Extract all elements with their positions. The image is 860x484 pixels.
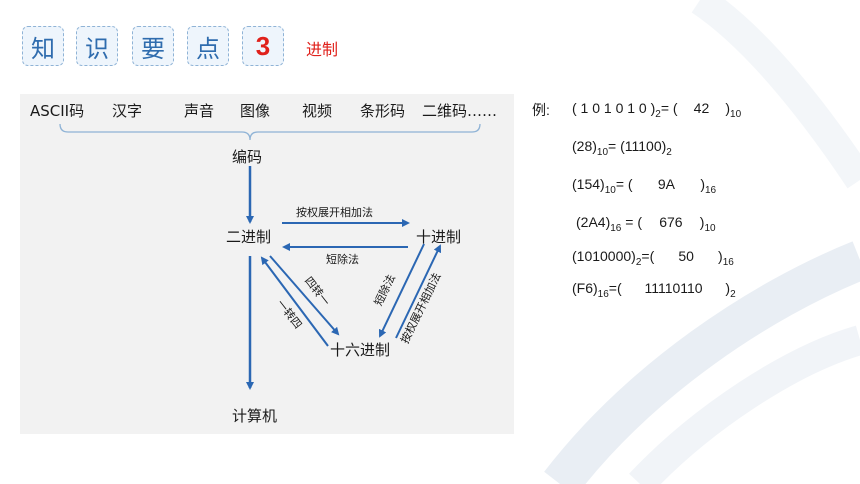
example-answer: 50 (678, 248, 694, 264)
example-mid: = ( (615, 176, 633, 192)
title-char-box: 识 (76, 26, 118, 66)
top-item-hanzi: 汉字 (112, 102, 143, 120)
title-char: 要 (141, 34, 165, 63)
title-char-box: 要 (132, 26, 174, 66)
node-binary: 二进制 (226, 228, 272, 246)
example-row: (28)10= (11100)2 (572, 138, 672, 158)
title-number: 3 (255, 30, 271, 61)
example-mid: = (11100) (608, 138, 667, 154)
example-right-base: 10 (730, 109, 742, 120)
example-mid: =( (641, 248, 655, 264)
section-subtitle: 进制 (306, 40, 339, 59)
example-close: ) (725, 280, 731, 296)
label-divide: 短除法 (326, 253, 359, 266)
node-encode: 编码 (232, 148, 263, 166)
example-left: (F6) (572, 280, 598, 296)
example-answer: 9A (657, 176, 675, 192)
example-right-base: 10 (704, 223, 716, 234)
example-left-base: 2 (655, 109, 661, 120)
conversion-diagram: ASCII码 汉字 声音 图像 视频 条形码 二维码…… 编码 二进制 十进制 … (20, 94, 514, 434)
title-char: 点 (196, 34, 220, 63)
example-prefix: 例: (532, 102, 550, 118)
example-left-base: 16 (597, 289, 609, 300)
node-decimal: 十进制 (416, 228, 462, 246)
example-mid: =( (608, 280, 622, 296)
title-char-box: 点 (187, 26, 229, 66)
brace-line (59, 123, 481, 141)
example-left-base: 10 (604, 185, 616, 196)
title-char: 识 (85, 34, 109, 63)
example-left-base: 2 (635, 257, 642, 268)
example-row: (F6)16=( 11110110 )2 (572, 280, 736, 300)
example-left: (1010000) (572, 248, 636, 264)
example-left: (28) (572, 138, 597, 154)
top-item-sound: 声音 (184, 102, 215, 120)
example-right-base: 2 (730, 289, 736, 300)
diagram-lines (59, 123, 481, 390)
example-left-base: 10 (596, 147, 609, 158)
top-item-video: 视频 (302, 102, 333, 120)
example-mid: = ( (660, 100, 678, 116)
title-char-box: 知 (22, 26, 64, 66)
arrow-hex-to-decimal (395, 244, 442, 339)
example-close: ) (699, 214, 705, 230)
example-right-base: 16 (705, 185, 717, 196)
example-row: (1010000)2=( 50 )16 (572, 248, 734, 268)
example-row: (154)10= ( 9A )16 (572, 176, 716, 196)
arrow-hex-to-binary (260, 256, 329, 347)
top-item-qrcode: 二维码…… (422, 102, 498, 120)
top-item-ascii: ASCII码 (30, 102, 85, 120)
title-number-box: 3 (242, 26, 284, 66)
example-close: ) (725, 100, 731, 116)
example-mid: = ( (621, 214, 642, 230)
top-item-image: 图像 (240, 102, 271, 120)
arrow-binary-to-hex (269, 255, 340, 336)
node-hex: 十六进制 (330, 341, 391, 359)
example-answer: 676 (659, 214, 683, 230)
top-item-barcode: 条形码 (360, 102, 406, 120)
example-left: ( 1 0 1 0 1 0 ) (572, 100, 656, 116)
example-right-base: 16 (722, 257, 734, 268)
title-char: 知 (31, 34, 55, 63)
example-answer: 11110110 (644, 280, 703, 296)
example-left-base: 16 (610, 223, 622, 234)
example-right-base: 2 (666, 147, 672, 158)
example-left: (154) (572, 176, 605, 192)
label-weight-sum: 按权展开相加法 (296, 206, 373, 219)
node-computer: 计算机 (232, 407, 278, 425)
arrow-decimal-to-hex (378, 243, 425, 338)
example-close: ) (700, 176, 705, 192)
example-close: ) (718, 248, 723, 264)
example-row: (2A4)16 = ( 676 )10 (576, 214, 716, 234)
example-left: (2A4) (576, 214, 611, 230)
example-answer: 42 (693, 100, 710, 116)
example-row: ( 1 0 1 0 1 0 )2= ( 42 )10 (572, 100, 741, 120)
